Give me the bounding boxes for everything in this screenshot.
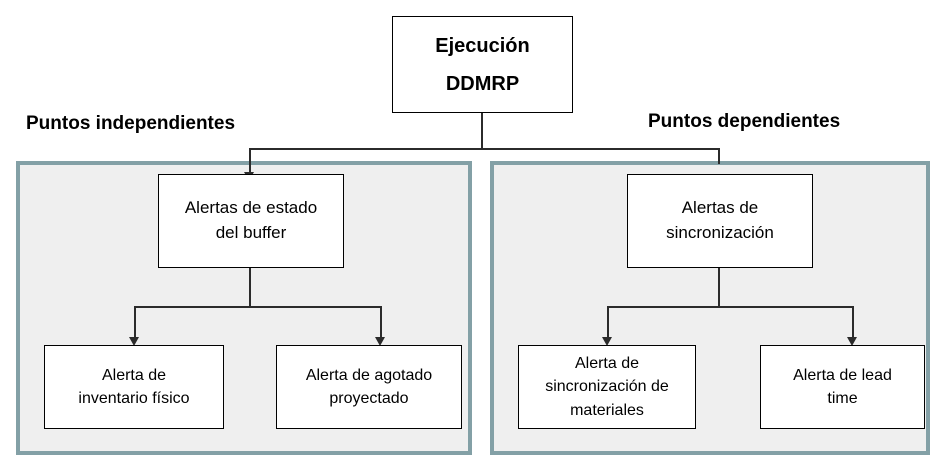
node-label: Alertas de estado del buffer: [184, 198, 318, 242]
node-label: Alertas de sincronización: [666, 198, 774, 242]
connector-right-child-b: [852, 306, 854, 339]
connector-right-branch-bar: [607, 306, 854, 308]
node-label: Alerta de lead time: [793, 366, 892, 407]
arrowhead-right-child-a: [602, 337, 612, 346]
node-alerta-sincronizacion-materiales[interactable]: Alerta de sincronización de materiales: [518, 345, 696, 429]
group-header-independientes: Puntos independientes: [26, 113, 236, 134]
connector-left-child-a: [134, 306, 136, 339]
connector-left-branch-bar: [134, 306, 382, 308]
node-label: Alerta de inventario físico: [78, 366, 190, 407]
connector-left-stem: [249, 267, 251, 307]
node-alerta-inventario-fisico[interactable]: Alerta de inventario físico: [44, 345, 224, 429]
arrowhead-right-child-b: [847, 337, 857, 346]
connector-root-stem: [481, 113, 483, 149]
arrowhead-left-child-b: [375, 337, 385, 346]
connector-root-split-bar: [250, 148, 720, 150]
node-alerta-lead-time[interactable]: Alerta de lead time: [760, 345, 925, 429]
group-header-dependientes: Puntos dependientes: [648, 111, 841, 132]
node-alerta-agotado-proyectado[interactable]: Alerta de agotado proyectado: [276, 345, 462, 429]
node-label: Ejecución DDMRP: [435, 34, 530, 95]
node-label: Alerta de sincronización de materiales: [545, 355, 669, 419]
connector-root-to-left: [249, 148, 251, 174]
connector-right-child-a: [607, 306, 609, 339]
connector-left-child-b: [380, 306, 382, 339]
arrowhead-left-child-a: [129, 337, 139, 346]
connector-root-to-right: [718, 148, 720, 164]
node-label: Alerta de agotado proyectado: [305, 366, 433, 407]
node-alertas-sincronizacion[interactable]: Alertas de sincronización: [627, 174, 813, 268]
node-alertas-estado-buffer[interactable]: Alertas de estado del buffer: [158, 174, 344, 268]
connector-right-stem: [718, 267, 720, 307]
node-ejecucion-ddmrp[interactable]: Ejecución DDMRP: [392, 16, 573, 113]
